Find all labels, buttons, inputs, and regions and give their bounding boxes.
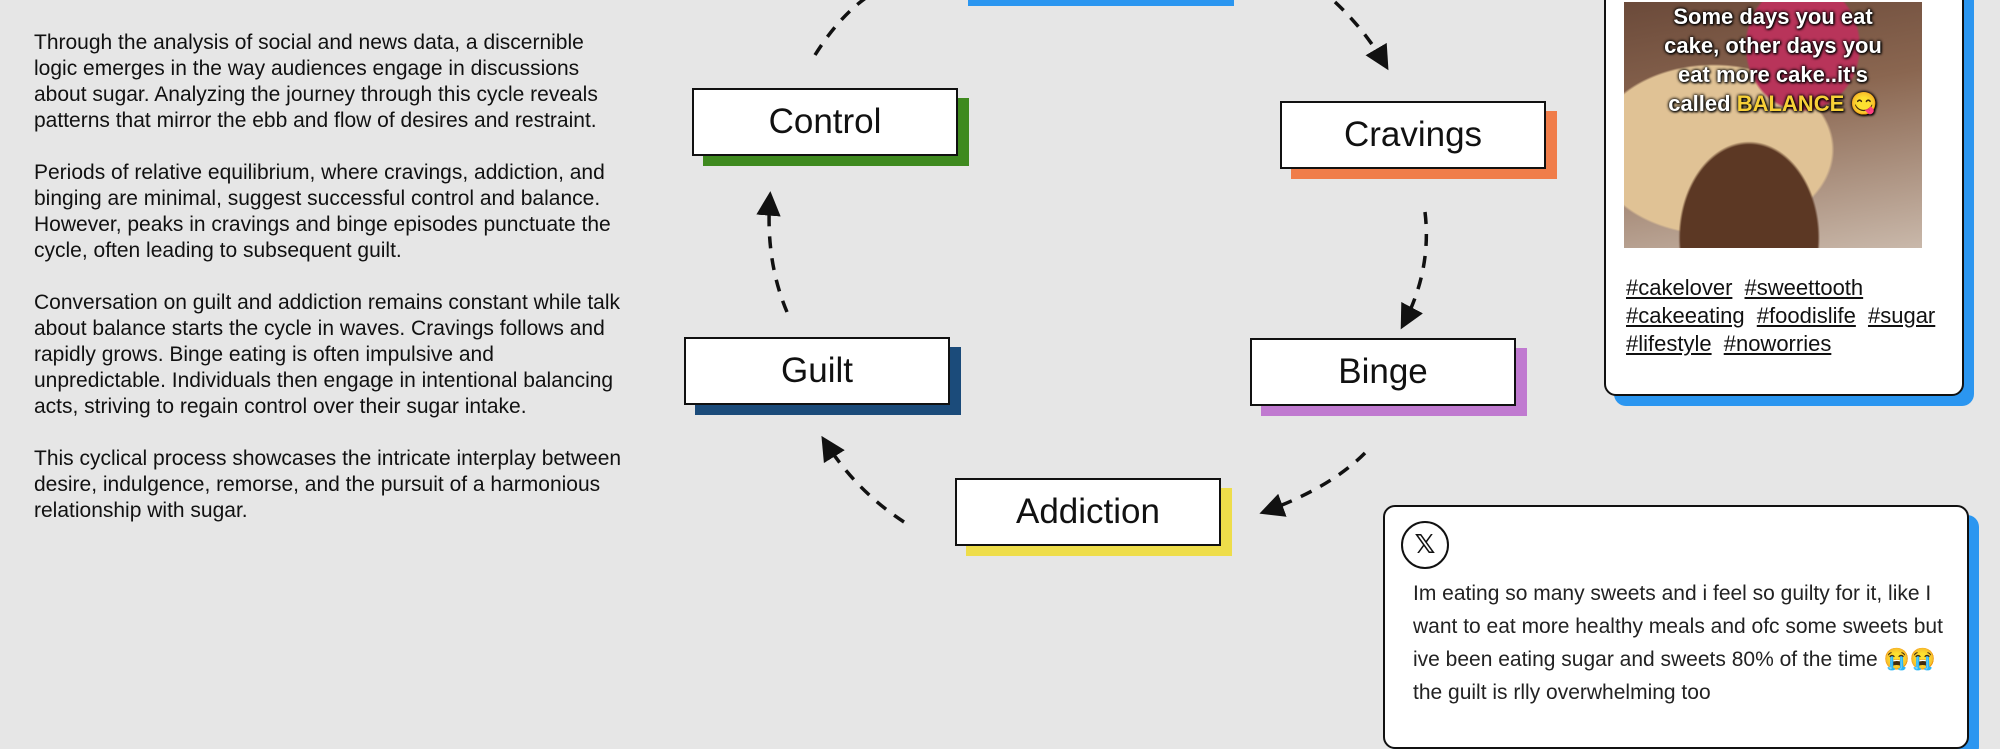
hashtag-link[interactable]: #noworries [1723, 331, 1832, 356]
hashtag-list: #cakelover #sweettooth #cakeeating #food… [1626, 274, 1946, 358]
arrow-into-top [813, 0, 866, 56]
arrow-guilt-to-control [756, 191, 789, 313]
node-guilt-label: Guilt [684, 337, 950, 405]
arrow-binge-to-addiction [1259, 451, 1367, 517]
paragraph-conversation: Conversation on guilt and addiction rema… [34, 291, 621, 418]
node-cravings: Cravings [1280, 101, 1557, 179]
x-logo-icon: 𝕏 [1401, 521, 1449, 569]
node-binge: Binge [1250, 338, 1527, 416]
hashtag-link[interactable]: #cakelover [1626, 275, 1733, 300]
node-addiction-label: Addiction [955, 478, 1221, 546]
paragraph-conclusion: This cyclical process showcases the intr… [34, 447, 622, 522]
node-guilt: Guilt [684, 337, 961, 415]
hashtag-link[interactable]: #sugar [1867, 303, 1936, 328]
node-cravings-label: Cravings [1280, 101, 1546, 169]
x-post-text: Im eating so many sweets and i feel so g… [1413, 582, 1943, 704]
narrative-text: Through the analysis of social and news … [34, 30, 624, 550]
arrow-cravings-to-binge [1400, 211, 1429, 330]
hashtag-link[interactable]: #sweettooth [1744, 275, 1864, 300]
paragraph-intro: Through the analysis of social and news … [34, 31, 598, 132]
node-control: Control [692, 88, 969, 166]
emoji-icon: 😋 [1850, 91, 1878, 116]
cake-photo: Some days you eat cake, other days you e… [1624, 2, 1922, 248]
arrow-addiction-to-guilt [821, 435, 905, 524]
arrow-top-to-cravings [1333, 0, 1389, 71]
cake-photo-caption: Some days you eat cake, other days you e… [1664, 4, 1882, 116]
caption-highlight: BALANCE [1736, 91, 1845, 116]
hashtag-link[interactable]: #foodislife [1756, 303, 1856, 328]
cycle-arrows [756, 0, 1429, 524]
node-binge-label: Binge [1250, 338, 1516, 406]
paragraph-equilibrium: Periods of relative equilibrium, where c… [34, 161, 611, 262]
x-post-card: 𝕏 Im eating so many sweets and i feel so… [1383, 505, 1969, 749]
hashtag-link[interactable]: #cakeeating [1626, 303, 1745, 328]
node-control-label: Control [692, 88, 958, 156]
top-node-edge [968, 0, 1234, 6]
hashtag-link[interactable]: #lifestyle [1626, 331, 1712, 356]
node-addiction: Addiction [955, 478, 1232, 556]
instagram-post-card: Some days you eat cake, other days you e… [1604, 0, 1964, 396]
